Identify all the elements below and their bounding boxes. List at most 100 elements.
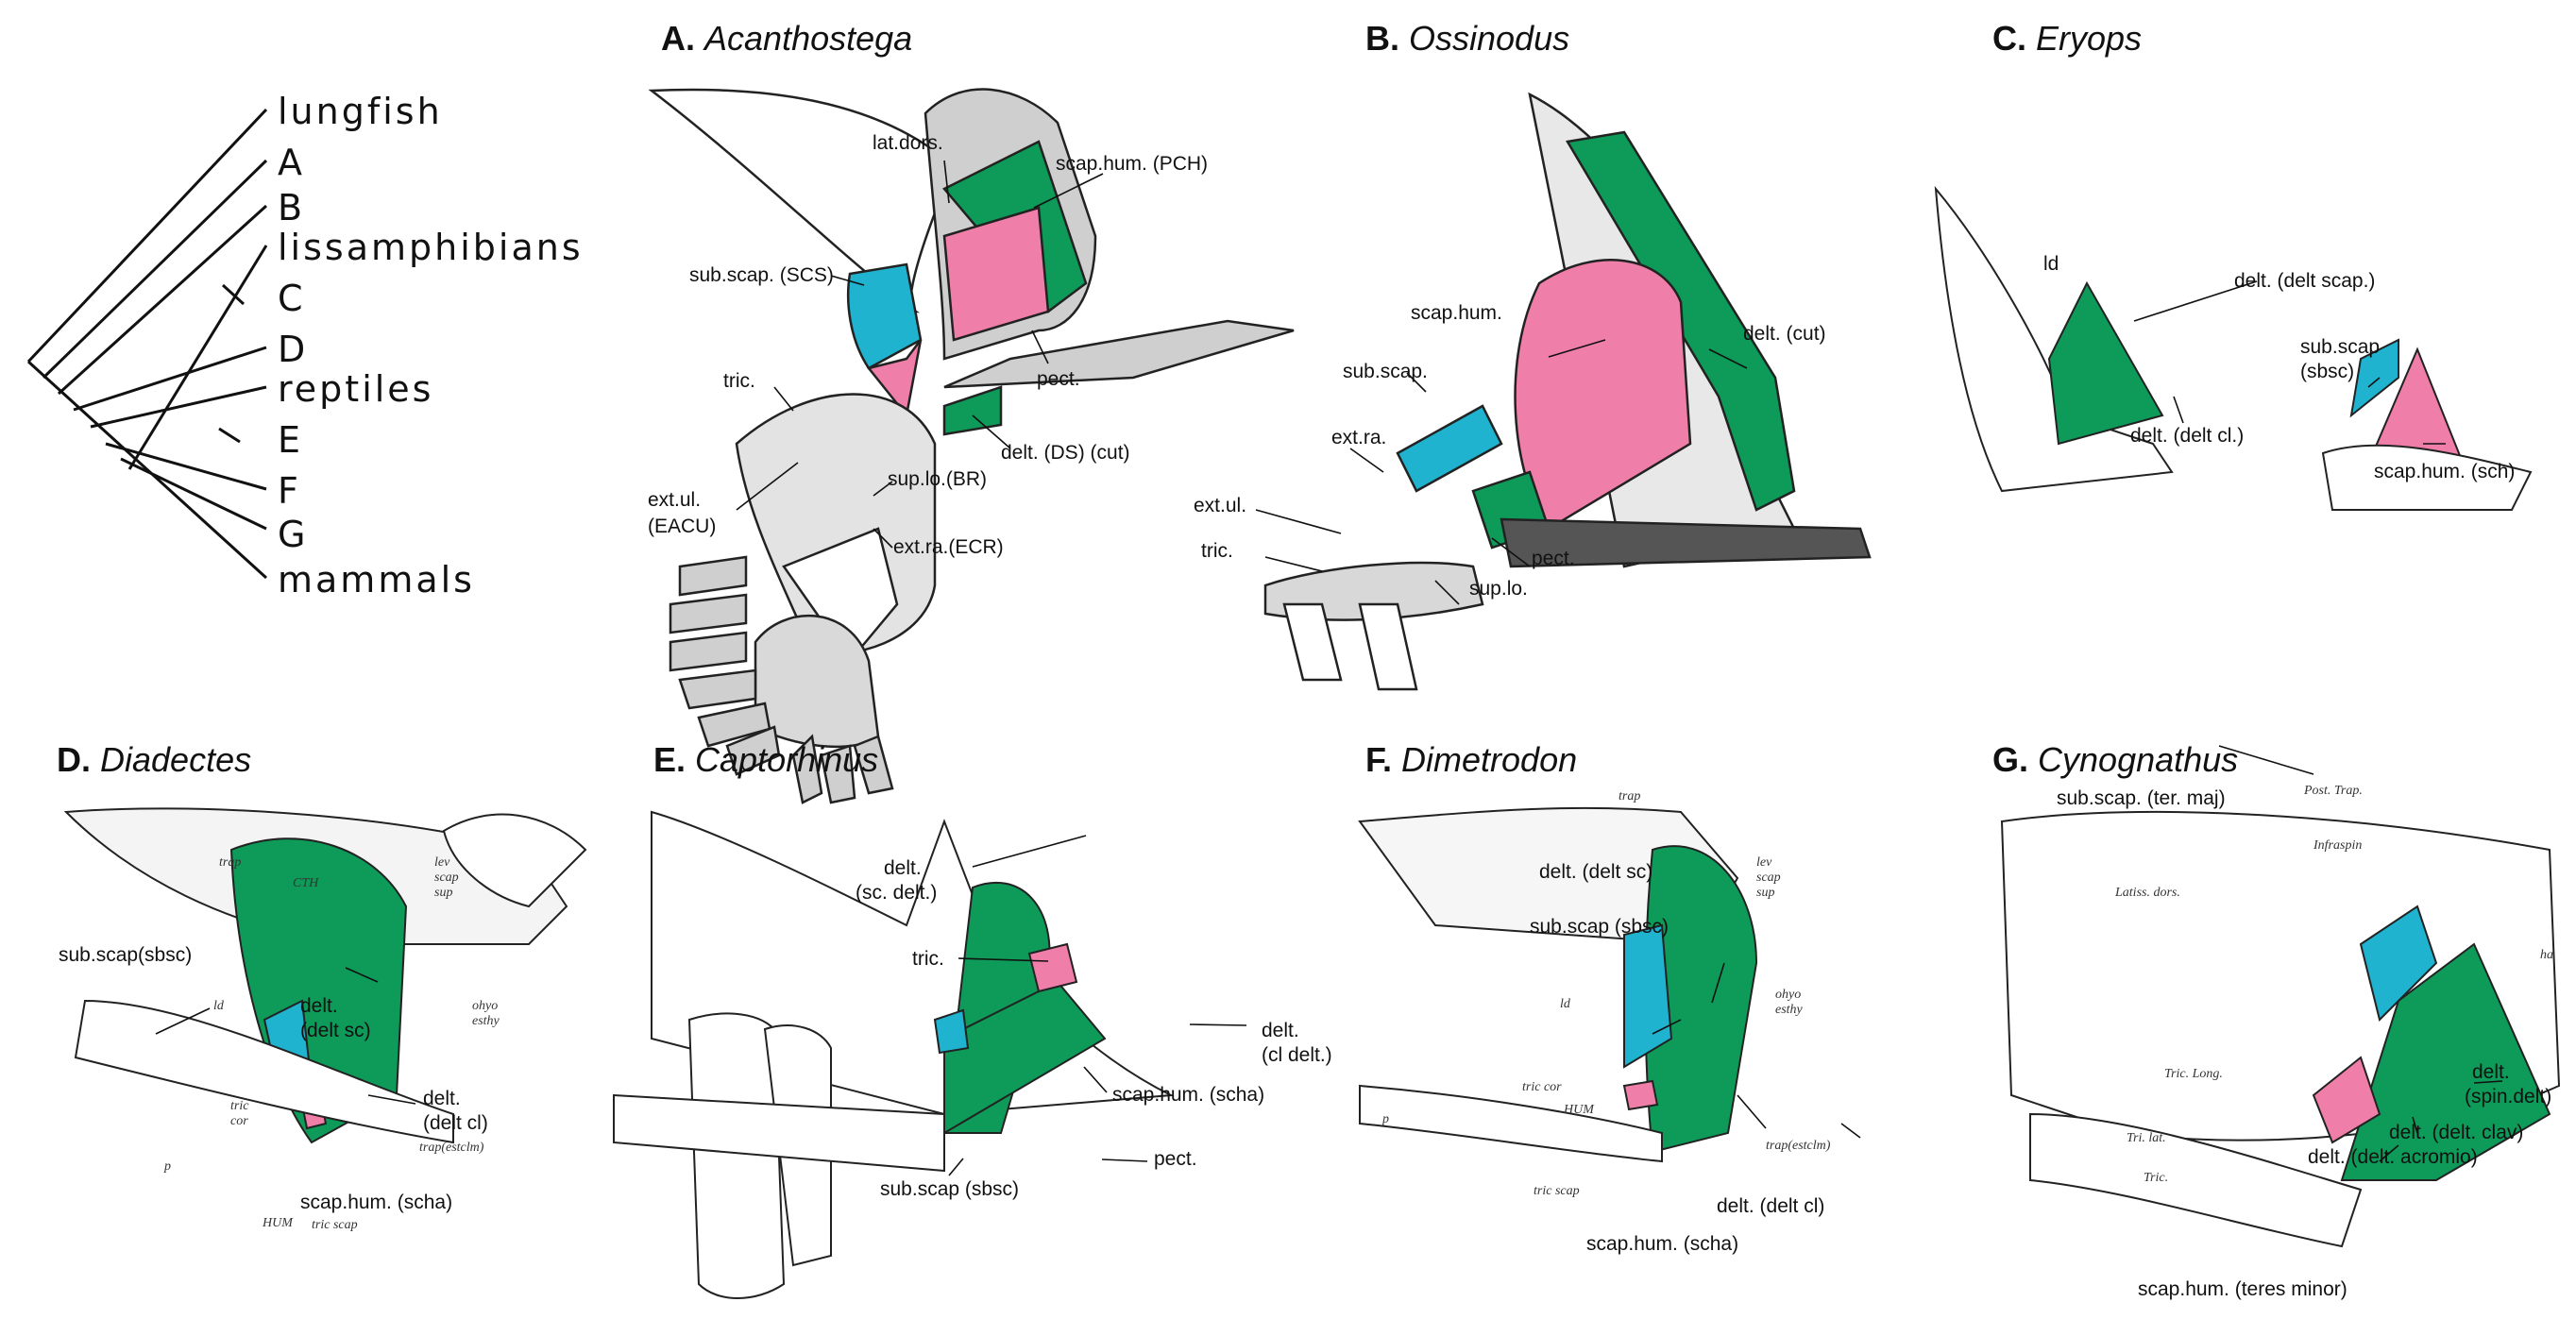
panel-taxon-name: Diadectes: [100, 740, 252, 779]
muscle-label: ext.ra.(ECR): [893, 536, 1004, 558]
muscle-label: (delt sc): [300, 1020, 371, 1041]
panel-f-drawing: [1358, 806, 1758, 1163]
muscle-abbreviation: Tri. lat.: [2127, 1131, 2166, 1145]
muscle-label: (spin.delt): [2465, 1086, 2552, 1108]
muscle-label: sub.scap (sbsc): [880, 1178, 1020, 1200]
muscle-label: scap.hum. (sch): [2374, 461, 2516, 482]
muscle-abbreviation: trap(estclm): [1766, 1139, 1831, 1153]
panel-taxon-name: Dimetrodon: [1401, 740, 1578, 779]
muscle-abbreviation: ld: [1560, 997, 1570, 1011]
muscle-abbreviation: p: [164, 1159, 171, 1174]
taxon-label: F: [278, 470, 301, 512]
muscle-abbreviation: Post. Trap.: [2304, 784, 2363, 798]
muscle-abbreviation: sup: [1756, 886, 1775, 900]
muscle-label: delt. (delt scap.): [2234, 270, 2376, 292]
muscle-label: tric.: [912, 948, 944, 970]
muscle-label: (sbsc): [2300, 361, 2355, 382]
muscle-label: sup.lo.(BR): [888, 468, 988, 490]
panel-letter: G.: [1992, 740, 2029, 779]
panel-f-title: F. Dimetrodon: [1365, 740, 1577, 780]
muscle-label: sub.scap. (ter. maj): [2057, 787, 2226, 809]
panel-g-title: G. Cynognathus: [1992, 740, 2238, 780]
muscle-abbreviation: lev: [1756, 855, 1772, 870]
muscle-abbreviation: HUM: [263, 1216, 293, 1230]
muscle-label: pect.: [1037, 368, 1080, 390]
taxon-label: lungfish: [278, 91, 443, 132]
muscle-label: scap.hum.: [1411, 302, 1502, 324]
panel-taxon-name: Captorhinus: [695, 740, 879, 779]
panel-d-title: D. Diadectes: [57, 740, 251, 780]
muscle-label: delt. (delt sc): [1539, 861, 1653, 883]
muscle-abbreviation: cor: [230, 1114, 248, 1128]
muscle-label: lat.dors.: [873, 132, 943, 154]
panel-taxon-name: Cynognathus: [2038, 740, 2239, 779]
muscle-abbreviation: scap: [1756, 871, 1781, 885]
muscle-label: pect.: [1154, 1148, 1197, 1170]
muscle-abbreviation: ohyo: [472, 999, 499, 1013]
taxon-label: D: [278, 329, 309, 370]
panel-letter: E.: [653, 740, 686, 779]
taxon-label: B: [278, 187, 306, 228]
muscle-label: sub.scap (sbsc): [1530, 916, 1669, 938]
panel-taxon-name: Eryops: [2036, 19, 2143, 58]
muscle-label: scap.hum. (scha): [300, 1192, 453, 1213]
muscle-label: ext.ul.: [648, 489, 702, 511]
muscle-abbreviation: tric scap: [1534, 1184, 1580, 1198]
muscle-label: sub.scap.: [1343, 361, 1428, 382]
muscle-label: ld: [2043, 253, 2059, 275]
taxon-label: A: [278, 142, 305, 183]
muscle-abbreviation: tric: [230, 1099, 249, 1113]
taxon-label: E: [278, 419, 304, 461]
muscle-label: delt.: [884, 857, 922, 879]
muscle-label: delt.: [2472, 1061, 2510, 1083]
muscle-label: delt. (delt. acromio): [2308, 1146, 2478, 1168]
muscle-label: (EACU): [648, 516, 717, 537]
taxon-label: mammals: [278, 559, 475, 600]
taxon-label: reptiles: [278, 368, 434, 410]
panel-a-title: A. Acanthostega: [661, 19, 912, 59]
muscle-abbreviation: trap(estclm): [419, 1141, 484, 1155]
muscle-abbreviation: sup: [434, 886, 453, 900]
muscle-label: scap.hum. (scha): [1586, 1233, 1739, 1255]
muscle-abbreviation: esthy: [1775, 1003, 1803, 1017]
panel-a-drawing: [648, 88, 1295, 804]
muscle-label: delt.: [423, 1088, 461, 1109]
muscle-label: sub.scap(sbsc): [59, 944, 193, 966]
panel-letter: F.: [1365, 740, 1393, 779]
leader-lines: [155, 160, 2503, 1176]
muscle-label: sup.lo.: [1469, 578, 1528, 600]
muscle-abbreviation: Tric. Long.: [2164, 1067, 2223, 1081]
muscle-abbreviation: Tric.: [2144, 1171, 2169, 1185]
taxon-label: G: [278, 514, 309, 555]
muscle-label: ext.ra.: [1331, 427, 1387, 448]
muscle-label: delt.: [300, 995, 338, 1017]
panel-c-title: C. Eryops: [1992, 19, 2142, 59]
muscle-label: delt. (cut): [1743, 323, 1826, 345]
muscle-label: (sc. delt.): [856, 882, 938, 904]
muscle-abbreviation: ld: [213, 999, 224, 1013]
muscle-label: delt. (delt cl.): [2130, 425, 2245, 447]
muscle-abbreviation: HUM: [1564, 1103, 1594, 1117]
taxon-label: lissamphibians: [278, 227, 584, 268]
muscle-abbreviation: scap: [434, 871, 459, 885]
panel-g-drawing: [2000, 811, 2561, 1248]
muscle-abbreviation: ohyo: [1775, 988, 1802, 1002]
muscle-abbreviation: trap: [219, 855, 242, 870]
muscle-abbreviation: Latiss. dors.: [2115, 886, 2180, 900]
muscle-abbreviation: tric scap: [312, 1218, 358, 1232]
taxon-label: C: [278, 278, 306, 319]
muscle-abbreviation: esthy: [472, 1014, 500, 1028]
muscle-abbreviation: tric cor: [1522, 1080, 1562, 1094]
panel-taxon-name: Ossinodus: [1409, 19, 1570, 58]
muscle-label: delt.: [1262, 1020, 1299, 1041]
panel-letter: D.: [57, 740, 91, 779]
muscle-label: (cl delt.): [1262, 1044, 1332, 1066]
muscle-label: scap.hum. (teres minor): [2138, 1278, 2347, 1300]
muscle-label: delt. (delt. clav): [2389, 1122, 2524, 1143]
muscle-label: delt. (delt cl): [1717, 1195, 1825, 1217]
muscle-abbreviation: lev: [434, 855, 450, 870]
panel-e-title: E. Captorhinus: [653, 740, 878, 780]
panel-letter: C.: [1992, 19, 2026, 58]
